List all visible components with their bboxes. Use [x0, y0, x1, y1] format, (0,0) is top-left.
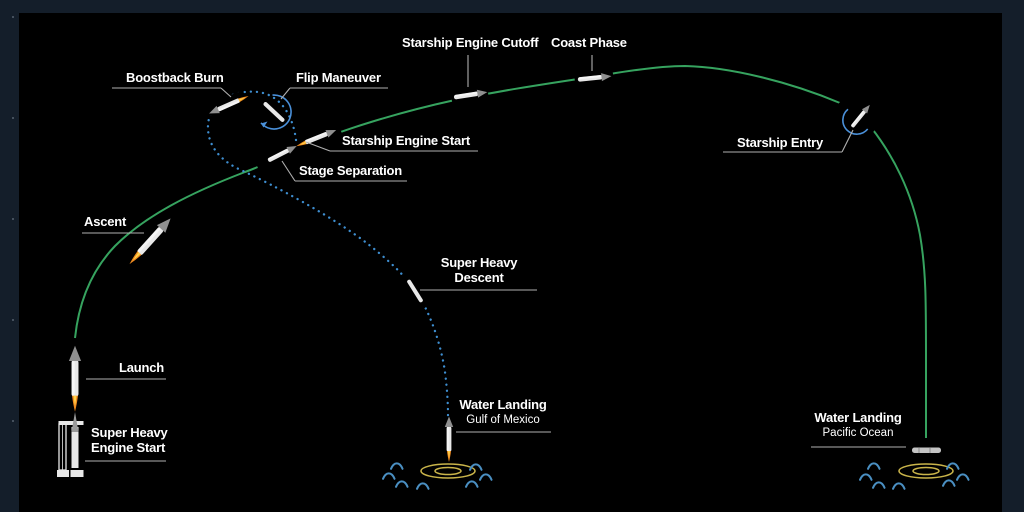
label-line: Engine Start — [91, 439, 166, 455]
waves-icon — [858, 462, 970, 490]
label-subtitle: Gulf of Mexico — [466, 413, 540, 426]
booster-return-trajectory-dotted — [206, 90, 450, 418]
entry-arc-icon — [842, 108, 869, 135]
label-line: Super Heavy — [91, 425, 168, 440]
booster-stick-icon-flip — [262, 101, 286, 123]
flight-profile-panel — [19, 13, 1002, 512]
label-ascent: Ascent — [84, 214, 127, 229]
starship-trajectory-line — [74, 64, 927, 438]
label-line: Descent — [454, 269, 504, 285]
label-stage-separation: Stage Separation — [299, 163, 402, 178]
rocket-icon-gulf-water-landing — [444, 416, 454, 462]
label-subtitle: Pacific Ocean — [822, 426, 894, 439]
label-title: Water Landing — [814, 410, 902, 425]
ship-icon-pacific-water-landing — [912, 447, 941, 453]
launch-tower-icon — [57, 412, 84, 477]
label-flip-maneuver: Flip Maneuver — [296, 70, 381, 85]
label-starship-engine-cutoff: Starship Engine Cutoff — [402, 35, 539, 50]
label-starship-entry: Starship Entry — [737, 135, 824, 150]
label-water-landing-gulf: Water Landing Gulf of Mexico — [455, 397, 551, 427]
target-rings-icon — [420, 463, 954, 479]
label-starship-engine-start: Starship Engine Start — [342, 133, 470, 148]
label-line: Super Heavy — [440, 255, 518, 270]
flip-arc-icon — [260, 94, 292, 130]
label-super-heavy-engine-start: Super Heavy Engine Start — [91, 425, 168, 455]
label-launch: Launch — [119, 360, 165, 375]
waves-icon — [381, 462, 493, 490]
label-water-landing-pacific: Water Landing Pacific Ocean — [810, 410, 906, 440]
label-coast-phase: Coast Phase — [551, 35, 627, 50]
rocket-icon-launch — [68, 345, 82, 412]
label-leader-lines — [82, 55, 906, 462]
label-boostback-burn: Boostback Burn — [126, 70, 224, 85]
label-super-heavy-descent: Super Heavy Descent — [420, 255, 538, 285]
label-title: Water Landing — [459, 397, 547, 412]
rocket-icon-ascent — [127, 214, 175, 266]
